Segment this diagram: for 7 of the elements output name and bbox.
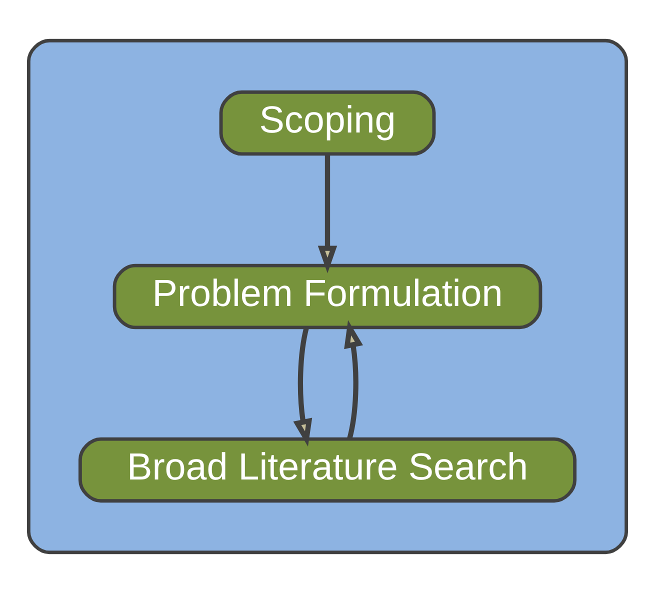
arrow	[318, 154, 338, 273]
node-box: Broad Literature Search	[78, 436, 577, 502]
node-box: Scoping	[219, 90, 436, 156]
arrow	[293, 326, 312, 446]
cluster	[26, 38, 628, 554]
node-box: Problem Formulation	[112, 263, 542, 329]
arrow	[344, 320, 363, 440]
